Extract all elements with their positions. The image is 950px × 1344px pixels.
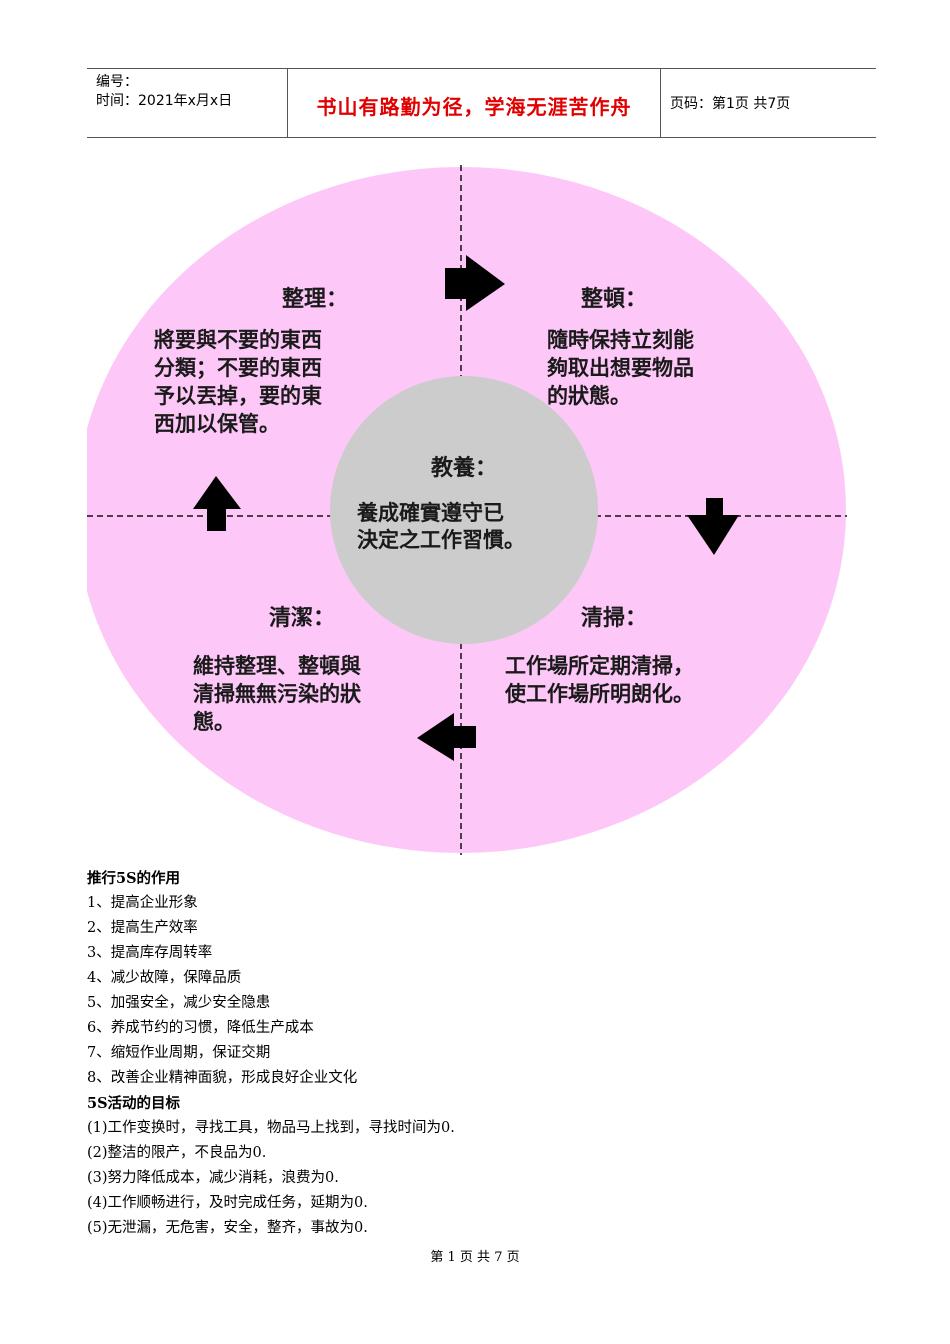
- section-heading-effects: 推行5S的作用: [87, 870, 181, 887]
- section-heading-goals: 5S活动的目标: [87, 1095, 181, 1112]
- bl-line-2: 清掃無無污染的狀: [193, 682, 362, 706]
- bl-line-3: 態。: [193, 710, 235, 734]
- br-line-2: 使工作場所明朗化。: [504, 682, 694, 706]
- page-footer: 第 1 页 共 7 页: [430, 1250, 520, 1265]
- bl-title: 清潔：: [269, 605, 335, 631]
- list-item: (1)工作变换时，寻找工具，物品马上找到，寻找时间为0.: [87, 1120, 455, 1136]
- tl-line-3: 予以丟掉，要的東: [154, 384, 322, 408]
- tr-line-1: 隨時保持立刻能: [547, 328, 694, 352]
- list-item: 8、改善企业精神面貌，形成良好企业文化: [87, 1070, 358, 1086]
- page-info: 页码：第1页 共7页: [670, 96, 791, 112]
- arrow-left-icon: [417, 713, 476, 761]
- header-page-cell: 页码：第1页 共7页: [660, 69, 876, 137]
- list-item: (3)努力降低成本，减少消耗，浪费为0.: [87, 1170, 339, 1186]
- tl-line-2: 分類；不要的東西: [154, 356, 322, 380]
- center-line-2: 決定之工作習慣。: [357, 528, 525, 552]
- list-item: (4)工作顺畅进行，及时完成任务，延期为0.: [87, 1195, 368, 1211]
- header-meta-cell: 编号： 时间：2021年x月x日: [87, 69, 287, 137]
- list-item: 7、缩短作业周期，保证交期: [87, 1045, 271, 1061]
- header-motto-cell: 书山有路勤为径，学海无涯苦作舟: [287, 69, 661, 137]
- arrow-up-icon: [193, 476, 241, 531]
- list-item: 6、养成节约的习惯，降低生产成本: [87, 1020, 314, 1036]
- tr-line-2: 夠取出想要物品: [547, 356, 694, 380]
- list-item: (2)整洁的限产，不良品为0.: [87, 1145, 267, 1161]
- 5s-cycle-diagram: 整理： 將要與不要的東西 分類；不要的東西 予以丟掉，要的東 西加以保管。 整頓…: [87, 165, 847, 855]
- br-line-1: 工作場所定期清掃，: [505, 654, 694, 678]
- list-item: 5、加强安全，减少安全隐患: [87, 995, 271, 1011]
- list-item: 1、提高企业形象: [87, 895, 198, 911]
- list-item: 4、减少故障，保障品质: [87, 970, 242, 986]
- page-header: 编号： 时间：2021年x月x日 书山有路勤为径，学海无涯苦作舟 页码：第1页 …: [87, 68, 876, 138]
- list-item: 2、提高生产效率: [87, 920, 198, 936]
- document-number-label: 编号：: [96, 74, 138, 90]
- tr-title: 整頓：: [581, 286, 647, 312]
- center-line-1: 養成確實遵守已: [356, 501, 504, 525]
- document-time-label: 时间：2021年x月x日: [96, 93, 233, 109]
- tl-line-4: 西加以保管。: [154, 412, 280, 436]
- tr-line-3: 的狀態。: [547, 384, 631, 408]
- br-title: 清掃：: [581, 605, 647, 631]
- list-item: 3、提高库存周转率: [87, 945, 213, 961]
- motto-text: 书山有路勤为径，学海无涯苦作舟: [316, 95, 632, 119]
- document-body: 推行5S的作用 1、提高企业形象 2、提高生产效率 3、提高库存周转率 4、减少…: [87, 866, 867, 1241]
- tl-line-1: 將要與不要的東西: [154, 328, 322, 352]
- list-item: (5)无泄漏，无危害，安全，整齐，事故为0.: [87, 1220, 368, 1236]
- center-title: 教養：: [431, 455, 497, 481]
- bl-line-1: 維持整理、整頓與: [193, 654, 361, 678]
- arrow-down-icon: [687, 498, 739, 555]
- tl-title: 整理：: [282, 286, 348, 312]
- arrow-right-icon: [445, 255, 505, 311]
- center-circle: [330, 376, 598, 644]
